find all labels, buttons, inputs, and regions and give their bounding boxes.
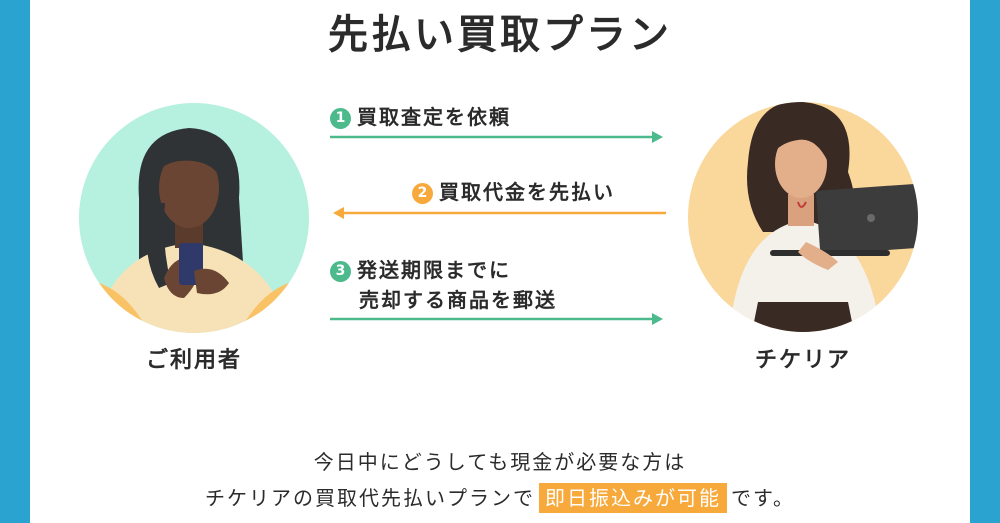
chikeria-woman-with-laptop-image — [729, 102, 918, 332]
description-line-1: 今日中にどうしても現金が必要な方は — [313, 450, 687, 474]
arrow-right-icon — [330, 131, 663, 143]
description-suffix: です。 — [731, 486, 795, 510]
plan-card: 先払い買取プラン — [30, 0, 970, 523]
chikeria-label: チケリア — [754, 348, 851, 373]
user-woman-with-phone-image — [79, 128, 309, 333]
step-2: 2 買取代金を先払い — [412, 177, 615, 207]
step-number-badge: 2 — [412, 183, 433, 204]
user-illustration — [79, 103, 309, 333]
chikeria-illustration — [688, 102, 918, 332]
description-line-2: チケリアの買取代先払いプランで即日振込みが可能です。 — [30, 482, 970, 513]
step-1: 1 買取査定を依頼 — [330, 102, 511, 132]
step-text: 買取査定を依頼 — [357, 105, 511, 129]
description-prefix: チケリアの買取代先払いプランで — [205, 486, 535, 510]
same-day-transfer-highlight: 即日振込みが可能 — [539, 483, 727, 513]
arrow-right-icon — [330, 313, 663, 325]
arrow-left-icon — [333, 207, 666, 219]
step-text: 発送期限までに — [357, 258, 511, 282]
page-title: 先払い買取プラン — [328, 12, 672, 58]
step-3: 3 発送期限までに 売却する商品を郵送 — [330, 255, 557, 315]
user-label: ご利用者 — [145, 348, 242, 373]
step-text: 買取代金を先払い — [439, 180, 615, 204]
step-number-badge: 1 — [330, 108, 351, 129]
step-text: 売却する商品を郵送 — [359, 288, 557, 312]
step-number-badge: 3 — [330, 261, 351, 282]
